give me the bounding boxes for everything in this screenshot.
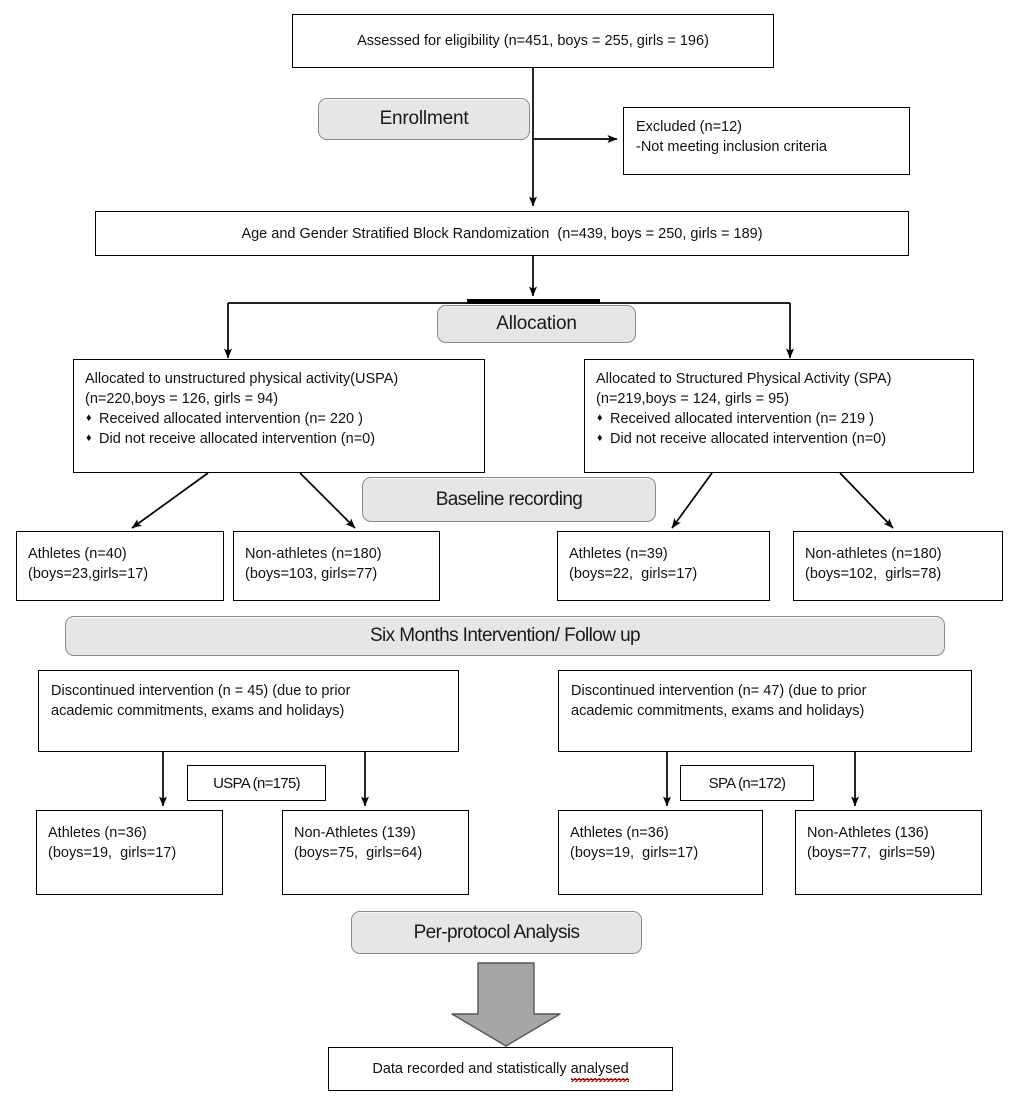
allocation-label: Allocation <box>496 313 577 334</box>
spa-tag-label: SPA (n=172) <box>708 774 786 792</box>
disc-right-line-1: Discontinued intervention (n= 47) (due t… <box>571 683 867 699</box>
excluded-line-2: -Not meeting inclusion criteria <box>636 139 827 155</box>
baseline-1-line-1: Non-athletes (n=180) <box>245 546 382 562</box>
final-2-line-1: Athletes (n=36) <box>570 825 669 841</box>
final-1-line-2: (boys=75, girls=64) <box>294 845 423 861</box>
assessed-text: Assessed for eligibility (n=451, boys = … <box>357 33 709 49</box>
alloc-right-line-2: (n=219,boys = 124, girls = 95) <box>596 391 790 407</box>
final-box-spa-nonathletes: Non-Athletes (136) (boys=77, girls=59) <box>795 810 982 895</box>
final-2-line-2: (boys=19, girls=17) <box>570 845 699 861</box>
baseline-2-line-1: Athletes (n=39) <box>569 546 668 562</box>
baseline-1-line-2: (boys=103, girls=77) <box>245 566 378 582</box>
followup-label: Six Months Intervention/ Follow up <box>369 625 641 646</box>
alloc-right-line-1: Allocated to Structured Physical Activit… <box>596 371 892 387</box>
alloc-left-bullet-1: Received allocated intervention (n= 220 … <box>85 408 473 429</box>
disc-left-line-2: academic commitments, exams and holidays… <box>51 703 345 719</box>
baseline-box-uspa-nonathletes: Non-athletes (n=180) (boys=103, girls=77… <box>233 531 440 601</box>
tag-uspa: USPA (n=175) <box>187 765 326 801</box>
allocation-spa-box: Allocated to Structured Physical Activit… <box>584 359 974 473</box>
baseline-0-line-2: (boys=23,girls=17) <box>28 566 149 582</box>
discontinued-spa-box: Discontinued intervention (n= 47) (due t… <box>558 670 972 752</box>
allocation-uspa-box: Allocated to unstructured physical activ… <box>73 359 485 473</box>
disc-left-line-1: Discontinued intervention (n = 45) (due … <box>51 683 351 699</box>
baseline-box-uspa-athletes: Athletes (n=40) (boys=23,girls=17) <box>16 531 224 601</box>
stage-label-enrollment: Enrollment <box>318 98 530 140</box>
final-box-spa-athletes: Athletes (n=36) (boys=19, girls=17) <box>558 810 763 895</box>
analysis-label: Per-protocol Analysis <box>413 921 580 943</box>
final-0-line-1: Athletes (n=36) <box>48 825 147 841</box>
assessed-for-eligibility-box: Assessed for eligibility (n=451, boys = … <box>292 14 774 68</box>
final-box-uspa-athletes: Athletes (n=36) (boys=19, girls=17) <box>36 810 223 895</box>
alloc-right-bullet-2: Did not receive allocated intervention (… <box>596 428 962 449</box>
final-result-prefix: Data recorded and statistically <box>372 1061 571 1077</box>
final-3-line-2: (boys=77, girls=59) <box>807 845 936 861</box>
alloc-left-bullet-2: Did not receive allocated intervention (… <box>85 428 473 449</box>
stage-label-allocation: Allocation <box>437 305 636 343</box>
final-result-box: Data recorded and statistically analysed <box>328 1047 673 1091</box>
block-arrow-down <box>451 962 561 1047</box>
tag-spa: SPA (n=172) <box>680 765 814 801</box>
stage-label-followup: Six Months Intervention/ Follow up <box>65 616 945 656</box>
randomization-text: Age and Gender Stratified Block Randomiz… <box>241 225 763 242</box>
alloc-left-line-2: (n=220,boys = 126, girls = 94) <box>85 391 279 407</box>
baseline-3-line-2: (boys=102, girls=78) <box>805 566 942 582</box>
final-0-line-2: (boys=19, girls=17) <box>48 845 177 861</box>
baseline-3-line-1: Non-athletes (n=180) <box>805 546 942 562</box>
alloc-right-bullet-1: Received allocated intervention (n= 219 … <box>596 408 962 429</box>
baseline-2-line-2: (boys=22, girls=17) <box>569 566 698 582</box>
final-box-uspa-nonathletes: Non-Athletes (139) (boys=75, girls=64) <box>282 810 469 895</box>
uspa-tag-label: USPA (n=175) <box>213 774 300 792</box>
randomization-box: Age and Gender Stratified Block Randomiz… <box>95 211 909 256</box>
final-result-misspelled-word: analysed <box>570 1059 629 1082</box>
final-3-line-1: Non-Athletes (136) <box>807 825 929 841</box>
alloc-left-line-1: Allocated to unstructured physical activ… <box>85 371 399 387</box>
excluded-line-1: Excluded (n=12) <box>636 119 742 135</box>
alloc-right-bullets: Received allocated intervention (n= 219 … <box>596 408 962 449</box>
baseline-label: Baseline recording <box>435 488 583 510</box>
excluded-box: Excluded (n=12) -Not meeting inclusion c… <box>623 107 910 175</box>
baseline-box-spa-nonathletes: Non-athletes (n=180) (boys=102, girls=78… <box>793 531 1003 601</box>
discontinued-uspa-box: Discontinued intervention (n = 45) (due … <box>38 670 459 752</box>
baseline-0-line-1: Athletes (n=40) <box>28 546 127 562</box>
baseline-box-spa-athletes: Athletes (n=39) (boys=22, girls=17) <box>557 531 770 601</box>
final-1-line-1: Non-Athletes (139) <box>294 825 416 841</box>
stage-label-per-protocol-analysis: Per-protocol Analysis <box>351 911 642 954</box>
disc-right-line-2: academic commitments, exams and holidays… <box>571 703 865 719</box>
alloc-left-bullets: Received allocated intervention (n= 220 … <box>85 408 473 449</box>
stage-label-baseline-recording: Baseline recording <box>362 477 656 522</box>
enrollment-label: Enrollment <box>379 108 469 129</box>
